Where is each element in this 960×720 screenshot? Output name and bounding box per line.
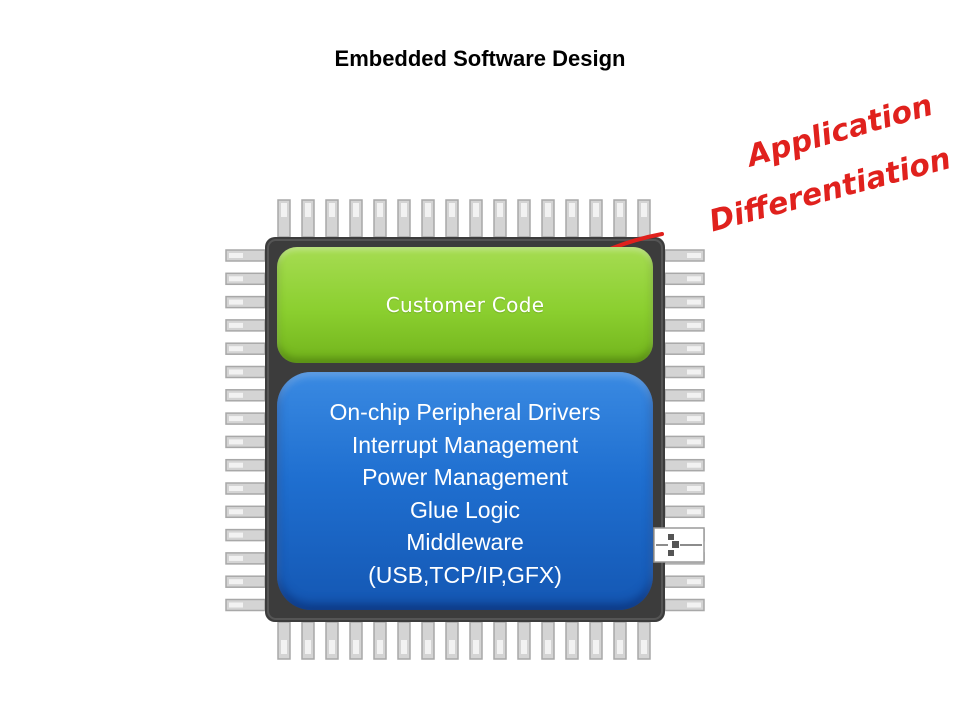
chip-pin-highlight bbox=[229, 392, 243, 398]
chip-pin-highlight bbox=[229, 299, 243, 305]
chip-pin-highlight bbox=[545, 203, 551, 217]
connector-icon bbox=[653, 527, 705, 563]
chip-pin-highlight bbox=[229, 602, 243, 608]
chip-pin-highlight bbox=[521, 640, 527, 654]
chip-pin-highlight bbox=[473, 203, 479, 217]
chip-pin-highlight bbox=[229, 416, 243, 422]
chip-pin-highlight bbox=[687, 486, 701, 491]
chip-pin-highlight bbox=[687, 602, 701, 608]
system-software-list: On-chip Peripheral Drivers Interrupt Man… bbox=[277, 396, 653, 591]
chip-pins bbox=[225, 199, 705, 660]
chip-pin-highlight bbox=[569, 203, 575, 217]
chip-pin-highlight bbox=[641, 203, 647, 217]
chip-pin-highlight bbox=[687, 439, 701, 445]
chip-pin-highlight bbox=[377, 203, 383, 217]
chip-pin-highlight bbox=[229, 322, 243, 328]
chip-pin-highlight bbox=[401, 203, 407, 217]
chip-pin-highlight bbox=[521, 203, 527, 217]
chip-pin-highlight bbox=[305, 203, 311, 217]
chip-pin-highlight bbox=[425, 203, 431, 217]
chip-pin-highlight bbox=[229, 253, 243, 258]
customer-code-label: Customer Code bbox=[385, 293, 545, 317]
list-item: Power Management bbox=[362, 464, 568, 490]
chip-pin-highlight bbox=[229, 462, 243, 468]
chip-pin-highlight bbox=[687, 462, 701, 468]
chip-pin-highlight bbox=[229, 486, 243, 491]
chip-pin-highlight bbox=[229, 579, 243, 585]
chip-pin-highlight bbox=[281, 203, 287, 217]
chip-pin-highlight bbox=[687, 322, 701, 328]
chip-pin-highlight bbox=[617, 640, 623, 654]
chip-pin-highlight bbox=[497, 203, 503, 217]
chip-pin-highlight bbox=[377, 640, 383, 654]
chip-pin-highlight bbox=[229, 555, 243, 561]
chip-pin-highlight bbox=[229, 532, 243, 538]
chip-pin-highlight bbox=[281, 640, 287, 654]
chip-pin-highlight bbox=[687, 579, 701, 585]
chip-pin-highlight bbox=[353, 640, 359, 654]
chip-pin-highlight bbox=[425, 640, 431, 654]
chip-pin-highlight bbox=[687, 346, 701, 352]
chip-pin-highlight bbox=[473, 640, 479, 654]
chip-pin-highlight bbox=[569, 640, 575, 654]
chip-pin-highlight bbox=[687, 392, 701, 398]
chip-pin-highlight bbox=[305, 640, 311, 654]
chip-pin-highlight bbox=[687, 509, 701, 515]
chip-pin-highlight bbox=[449, 203, 455, 217]
chip-pin-highlight bbox=[641, 640, 647, 654]
list-item: (USB,TCP/IP,GFX) bbox=[368, 561, 562, 588]
system-software-block: On-chip Peripheral Drivers Interrupt Man… bbox=[277, 372, 653, 610]
chip-pin-highlight bbox=[229, 276, 243, 282]
chip-pin-highlight bbox=[545, 640, 551, 654]
chip-pin-highlight bbox=[449, 640, 455, 654]
customer-code-block: Customer Code bbox=[277, 247, 653, 363]
chip-pin-highlight bbox=[229, 439, 243, 445]
chip-pin-highlight bbox=[687, 276, 701, 282]
chip-pin-highlight bbox=[329, 640, 335, 654]
list-item: Middleware bbox=[406, 529, 524, 555]
list-item: On-chip Peripheral Drivers bbox=[329, 399, 601, 425]
chip-pin-highlight bbox=[617, 203, 623, 217]
chip-pin-highlight bbox=[593, 203, 599, 217]
chip-pin-highlight bbox=[593, 640, 599, 654]
chip-pin-highlight bbox=[329, 203, 335, 217]
list-item: Glue Logic bbox=[410, 496, 520, 523]
slide-title: Embedded Software Design bbox=[334, 46, 626, 71]
chip-pin-highlight bbox=[401, 640, 407, 654]
chip-pin-highlight bbox=[353, 203, 359, 217]
chip-pin-highlight bbox=[497, 640, 503, 654]
chip-pin-highlight bbox=[229, 346, 243, 352]
chip-body-rim bbox=[267, 239, 663, 620]
chip-pin-highlight bbox=[687, 369, 701, 375]
chip-pin-highlight bbox=[229, 509, 243, 515]
chip-pin-highlight bbox=[687, 253, 701, 258]
chip-pin-highlight bbox=[687, 416, 701, 422]
chip-pin-highlight bbox=[229, 369, 243, 375]
list-item: Interrupt Management bbox=[351, 431, 579, 458]
chip-pin-highlight bbox=[687, 299, 701, 305]
